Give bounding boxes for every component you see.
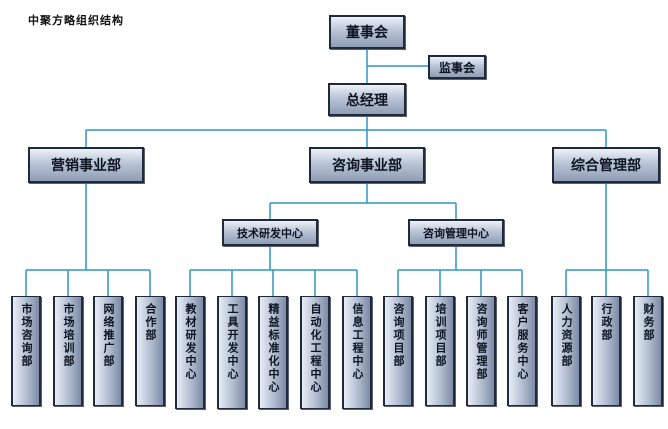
leaf-administration: 行政部 (591, 296, 621, 406)
leaf-cooperation: 合作部 (135, 296, 165, 406)
leaf-label: 网络推广部 (102, 303, 115, 368)
leaf-label: 咨询项目部 (392, 303, 405, 368)
leaf-label: 信息工程中心 (351, 303, 364, 381)
leaf-consult-project: 咨询项目部 (383, 296, 413, 406)
admin-dept-node: 综合管理部 (552, 147, 660, 183)
leaf-finance: 财务部 (633, 296, 663, 406)
leaf-market-training: 市场培训部 (53, 296, 83, 406)
leaf-label: 自动化工程中心 (309, 303, 322, 394)
leaf-label: 市场培训部 (62, 303, 75, 368)
supervisor-node: 监事会 (428, 55, 486, 79)
marketing-dept-node: 营销事业部 (28, 147, 144, 183)
leaf-label: 人力资源部 (560, 303, 573, 368)
leaf-label: 精益标准化中心 (267, 303, 280, 394)
leaf-market-consult: 市场咨询部 (11, 296, 41, 406)
gm-node: 总经理 (328, 83, 406, 116)
leaf-lean-std: 精益标准化中心 (258, 296, 288, 409)
leaf-label: 工具开发中心 (226, 303, 239, 381)
leaf-tool-dev: 工具开发中心 (217, 296, 247, 409)
consulting-dept-node: 咨询事业部 (309, 147, 425, 183)
leaf-textbook-dev: 教材研发中心 (175, 296, 205, 409)
tech-center-node: 技术研发中心 (222, 219, 318, 246)
leaf-label: 行政部 (600, 303, 613, 342)
leaf-label: 市场咨询部 (20, 303, 33, 368)
leaf-web-promo: 网络推广部 (93, 296, 123, 406)
chart-title: 中聚方略组织结构 (28, 14, 124, 27)
leaf-automation: 自动化工程中心 (300, 296, 330, 409)
leaf-hr: 人力资源部 (551, 296, 581, 406)
leaf-label: 培训项目部 (434, 303, 447, 368)
leaf-label: 咨询师管理部 (475, 303, 488, 381)
board-node: 董事会 (329, 15, 405, 49)
leaf-customer-service: 客户服务中心 (507, 296, 537, 406)
leaf-training-project: 培训项目部 (425, 296, 455, 406)
leaf-consultant-mgmt: 咨询师管理部 (466, 296, 496, 406)
leaf-label: 财务部 (642, 303, 655, 342)
consult-mgmt-center-node: 咨询管理中心 (408, 219, 504, 246)
leaf-label: 教材研发中心 (184, 303, 197, 381)
leaf-label: 合作部 (144, 303, 157, 342)
leaf-info-eng: 信息工程中心 (342, 296, 372, 409)
leaf-label: 客户服务中心 (516, 303, 529, 381)
